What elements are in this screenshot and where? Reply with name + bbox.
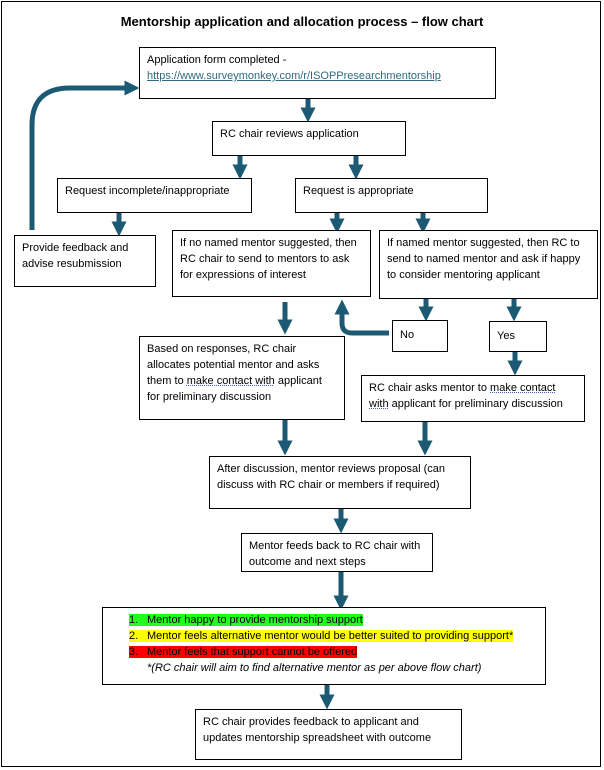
- rc-review-text: RC chair reviews application: [220, 128, 359, 140]
- rc-review-box: RC chair reviews application: [212, 121, 406, 156]
- feedback-resubmit-box: Provide feedback and advise resubmission: [14, 235, 156, 287]
- outcome-3: 3. Mentor feels that support cannot be of…: [125, 644, 523, 660]
- allocates-text-post: applicant for preliminary discussion: [147, 375, 322, 403]
- page-title: Mentorship application and allocation pr…: [120, 14, 484, 29]
- asks-mentor-text-pre: RC chair asks mentor to: [369, 382, 491, 394]
- named-mentor-text: If named mentor suggested, then RC to se…: [387, 237, 581, 281]
- allocates-box: Based on responses, RC chair allocates p…: [139, 336, 345, 420]
- outcome-3-num: 3.: [129, 646, 139, 658]
- asks-mentor-text-post: applicant for preliminary discussion: [388, 398, 563, 410]
- after-discussion-box: After discussion, mentor reviews proposa…: [209, 456, 471, 509]
- asks-mentor-text-dotted2: with: [369, 398, 389, 410]
- outcome-2-text: Mentor feels alternative mentor would be…: [147, 630, 514, 642]
- appropriate-text: Request is appropriate: [303, 185, 414, 197]
- feedback-resubmit-text: Provide feedback and advise resubmission: [22, 242, 129, 270]
- arrow-resubmit-loop: [29, 80, 140, 230]
- asks-mentor-text-dotted1: make contact: [490, 382, 556, 394]
- yes-box: Yes: [489, 321, 547, 352]
- appropriate-box: Request is appropriate: [295, 178, 488, 213]
- outcome-3-text: Mentor feels that support cannot be offe…: [147, 646, 358, 658]
- final-text: RC chair provides feedback to applicant …: [203, 716, 432, 744]
- application-form-text: Application form completed -: [147, 54, 287, 66]
- after-discussion-text: After discussion, mentor reviews proposa…: [217, 463, 446, 491]
- outcome-2: 2. Mentor feels alternative mentor would …: [125, 628, 523, 644]
- no-named-mentor-text: If no named mentor suggested, then RC ch…: [180, 237, 357, 281]
- incomplete-text: Request incomplete/inappropriate: [65, 185, 230, 197]
- mentor-feedback-box: Mentor feeds back to RC chair with outco…: [241, 533, 433, 572]
- asks-mentor-box: RC chair asks mentor to make contact wit…: [361, 375, 585, 422]
- no-named-mentor-box: If no named mentor suggested, then RC ch…: [172, 230, 371, 297]
- final-box: RC chair provides feedback to applicant …: [195, 709, 462, 760]
- arrow-no-back: [334, 299, 389, 336]
- survey-link[interactable]: https://www.surveymonkey.com/r/ISOPPrese…: [147, 70, 441, 82]
- outcome-1: 1. Mentor happy to provide mentorship sup…: [125, 612, 523, 628]
- outcome-1-text: Mentor happy to provide mentorship suppo…: [147, 614, 363, 626]
- outcome-2-num: 2.: [129, 630, 139, 642]
- allocates-text-dotted: make contact with: [186, 375, 275, 387]
- yes-label: Yes: [497, 330, 515, 342]
- incomplete-box: Request incomplete/inappropriate: [57, 178, 252, 213]
- application-form-box: Application form completed - https://www…: [139, 47, 496, 99]
- no-label: No: [400, 329, 415, 341]
- outcomes-box: 1. Mentor happy to provide mentorship sup…: [102, 607, 546, 685]
- no-box: No: [392, 320, 448, 352]
- outcome-1-num: 1.: [129, 614, 139, 626]
- named-mentor-box: If named mentor suggested, then RC to se…: [379, 230, 598, 299]
- mentor-feedback-text: Mentor feeds back to RC chair with outco…: [249, 540, 421, 568]
- allocates-text-pre: Based on responses, RC chair allocates p…: [147, 343, 320, 387]
- outcome-note: *(RC chair will aim to find alternative …: [147, 662, 482, 674]
